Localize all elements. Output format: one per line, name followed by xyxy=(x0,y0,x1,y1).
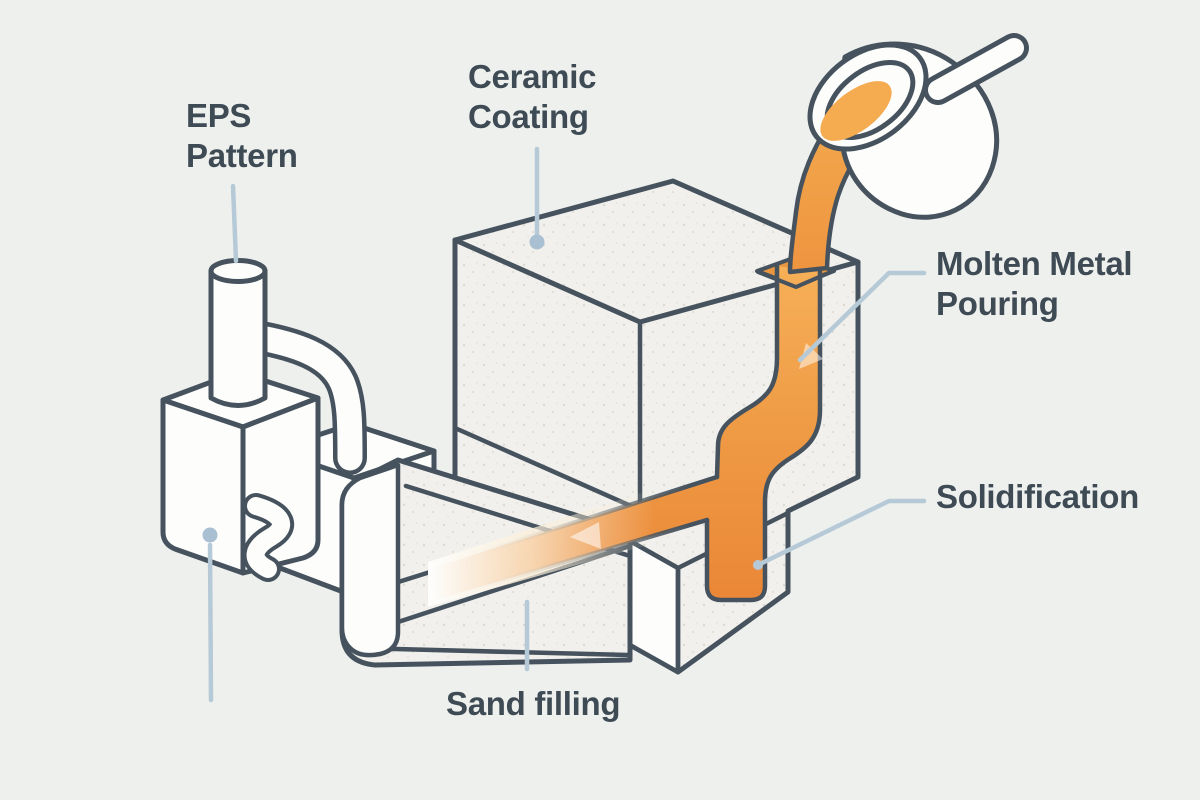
sprue-cylinder xyxy=(208,268,268,408)
leader-molten-metal xyxy=(797,270,927,363)
flow-arrow-left-icon xyxy=(570,522,601,549)
label-ceramic-coating: Ceramic Coating xyxy=(468,57,596,137)
label-solidification: Solidification xyxy=(936,477,1139,517)
label-eps-pattern-line2: Pattern xyxy=(186,137,298,174)
leader-lines xyxy=(202,146,927,703)
label-molten-metal-line1: Molten Metal xyxy=(936,245,1133,282)
label-sand-filling: Sand filling xyxy=(446,684,621,724)
label-eps-pattern-line1: EPS xyxy=(186,97,252,134)
eps-pattern-assembly xyxy=(160,258,367,582)
molten-metal-surface xyxy=(820,81,892,141)
label-sand-filling-line1: Sand filling xyxy=(446,685,621,722)
label-molten-metal-line2: Pouring xyxy=(936,285,1059,322)
leader-eps-box xyxy=(207,542,214,703)
label-solidification-line1: Solidification xyxy=(936,478,1139,515)
leader-eps-pattern xyxy=(230,183,239,264)
molten-metal-channel xyxy=(428,263,823,607)
crucible-pouring xyxy=(756,33,1029,289)
leader-solidification xyxy=(755,498,927,568)
flow-arrow-down-icon xyxy=(799,343,823,369)
label-ceramic-coating-line1: Ceramic xyxy=(468,58,597,95)
label-eps-pattern: EPS Pattern xyxy=(186,96,298,176)
label-molten-metal-pouring: Molten Metal Pouring xyxy=(936,244,1133,324)
label-ceramic-coating-line2: Coating xyxy=(468,98,589,135)
